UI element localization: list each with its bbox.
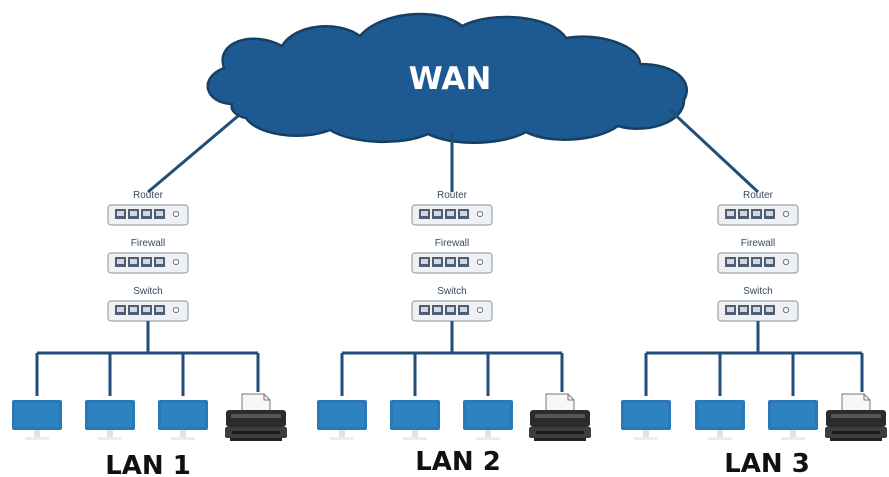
monitor-icon xyxy=(695,400,745,440)
monitor-icon xyxy=(463,400,513,440)
monitor-icon xyxy=(158,400,208,440)
lan-2-group: Router Firewall Switch LAN 2 xyxy=(317,190,592,477)
firewall-label: Firewall xyxy=(435,238,469,249)
switch-icon xyxy=(717,300,799,322)
lan-3-label: LAN 3 xyxy=(724,449,810,477)
firewall-label: Firewall xyxy=(131,238,165,249)
uplink-lan-1 xyxy=(147,114,239,194)
lan-1-wiring xyxy=(35,321,260,396)
switch-label: Switch xyxy=(437,286,466,297)
router-label: Router xyxy=(133,190,164,201)
firewall-icon xyxy=(107,252,189,274)
cloud-icon xyxy=(206,12,688,144)
printer-icon xyxy=(528,393,592,442)
lan-1-label: LAN 1 xyxy=(105,451,191,477)
router-label: Router xyxy=(437,190,468,201)
wan-cloud: WAN xyxy=(206,12,688,144)
monitor-icon xyxy=(85,400,135,440)
lan-3-wiring xyxy=(644,321,864,396)
firewall-label: Firewall xyxy=(741,238,775,249)
lan-2-label: LAN 2 xyxy=(415,447,501,477)
router-icon xyxy=(107,204,189,226)
switch-label: Switch xyxy=(743,286,772,297)
printer-icon xyxy=(224,393,288,442)
monitor-icon xyxy=(621,400,671,440)
printer-icon xyxy=(824,393,888,442)
lan-3-group: Router Firewall Switch LAN 3 xyxy=(621,190,888,477)
monitor-icon xyxy=(768,400,818,440)
wan-uplinks xyxy=(147,108,760,194)
firewall-icon xyxy=(411,252,493,274)
firewall-icon xyxy=(717,252,799,274)
monitor-icon xyxy=(317,400,367,440)
switch-label: Switch xyxy=(133,286,162,297)
monitor-icon xyxy=(390,400,440,440)
router-icon xyxy=(411,204,493,226)
router-icon xyxy=(717,204,799,226)
monitor-icon xyxy=(12,400,62,440)
lan-2-wiring xyxy=(340,321,564,396)
lan-1-group: Router Firewall Switch LAN 1 xyxy=(12,190,288,477)
uplink-lan-3 xyxy=(668,108,760,194)
router-label: Router xyxy=(743,190,774,201)
switch-icon xyxy=(411,300,493,322)
wan-label: WAN xyxy=(409,61,492,97)
switch-icon xyxy=(107,300,189,322)
